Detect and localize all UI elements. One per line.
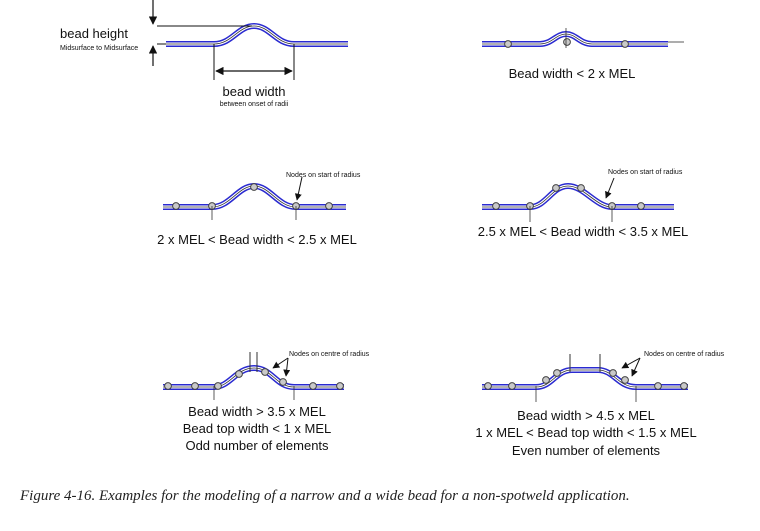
note-label: Nodes on start of radius: [286, 172, 361, 179]
between-onset-label: between onset of radii: [220, 101, 289, 108]
node: [609, 369, 617, 377]
node: [553, 369, 561, 377]
midsurface-label: Midsurface to Midsurface: [60, 45, 138, 52]
node: [214, 382, 222, 390]
note-pointer: [621, 357, 641, 369]
condition-line-3: Odd number of elements: [185, 438, 329, 453]
panel-odd-elements: Nodes on centre of radius Bead width > 3…: [163, 351, 370, 453]
condition-line-1: Bead width > 4.5 x MEL: [517, 408, 655, 423]
condition-line-2: 1 x MEL < Bead top width < 1.5 x MEL: [475, 425, 696, 440]
node: [191, 382, 199, 390]
bead-height-label: bead height: [60, 26, 128, 41]
node: [621, 376, 629, 384]
bead-profile: [482, 182, 674, 210]
note-pointer: [272, 357, 289, 369]
bead-profile: [166, 22, 348, 47]
node: [235, 370, 243, 378]
note-pointer: [605, 177, 615, 199]
node: [637, 202, 645, 210]
panel-even-elements: Nodes on centre of radius Bead width > 4…: [475, 351, 724, 458]
node: [484, 382, 492, 390]
node: [250, 183, 258, 191]
note-label: Nodes on centre of radius: [289, 351, 370, 358]
condition-line-3: Even number of elements: [512, 443, 661, 458]
node: [680, 382, 688, 390]
node: [164, 382, 172, 390]
panel-bead-width-lt-2mel: Bead width < 2 x MEL: [482, 28, 684, 81]
bead-profile: [163, 364, 344, 390]
panel-bead-width-2-2p5mel: Nodes on start of radius 2 x MEL < Bead …: [157, 172, 361, 247]
bead-width-label: bead width: [223, 84, 286, 99]
figure-caption: Figure 4-16. Examples for the modeling o…: [20, 488, 630, 504]
condition-line-1: Bead width > 3.5 x MEL: [188, 404, 326, 419]
note-pointer: [631, 357, 641, 377]
node: [542, 376, 550, 384]
node: [325, 202, 333, 210]
node: [552, 184, 560, 192]
condition-label: 2.5 x MEL < Bead width < 3.5 x MEL: [478, 224, 689, 239]
bead-profile: [482, 367, 688, 390]
note-label: Nodes on centre of radius: [644, 351, 725, 358]
node: [336, 382, 344, 390]
condition-label: Bead width < 2 x MEL: [509, 66, 636, 81]
note-pointer: [294, 176, 303, 201]
node: [279, 378, 287, 386]
condition-line-2: Bead top width < 1 x MEL: [183, 421, 332, 436]
node: [172, 202, 180, 210]
node: [577, 184, 585, 192]
node: [621, 40, 629, 48]
node: [261, 368, 269, 376]
note-label: Nodes on start of radius: [608, 169, 683, 176]
condition-label: 2 x MEL < Bead width < 2.5 x MEL: [157, 232, 357, 247]
node: [654, 382, 662, 390]
panel-bead-width-2p5-3p5mel: Nodes on start of radius 2.5 x MEL < Bea…: [478, 169, 689, 239]
panel-definition: bead height Midsurface to Midsurface bea…: [60, 0, 348, 108]
note-pointer: [283, 357, 291, 377]
node: [504, 40, 512, 48]
node: [508, 382, 516, 390]
node: [492, 202, 500, 210]
node: [563, 38, 571, 46]
node: [309, 382, 317, 390]
